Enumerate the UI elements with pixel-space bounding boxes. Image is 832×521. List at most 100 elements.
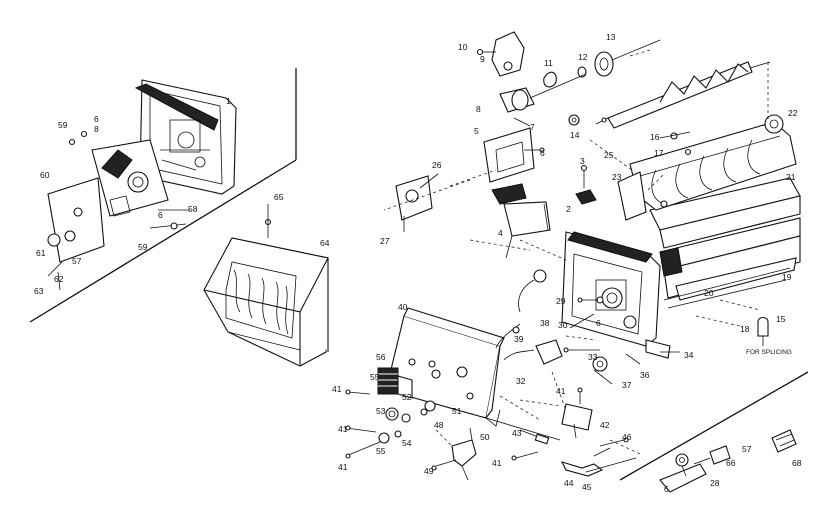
bottom-divider (619, 371, 809, 481)
part-13-gear (594, 39, 661, 77)
label-6a: 6 (540, 148, 545, 158)
label-21: 21 (786, 172, 796, 182)
label-3: 3 (580, 156, 585, 166)
label-51: 51 (452, 406, 462, 416)
label-12: 12 (578, 52, 588, 62)
label-59a: 59 (58, 120, 68, 130)
part-21-mold-base (649, 177, 801, 249)
label-57a: 57 (72, 256, 82, 266)
label-6b: 6 (94, 114, 99, 124)
label-55a: 55 (370, 372, 380, 382)
for-splicing-annotation: FOR SPLICING (746, 349, 792, 356)
label-40: 40 (398, 302, 408, 312)
part-16-screw (659, 131, 691, 140)
part-50-switch (431, 427, 477, 481)
label-63: 63 (34, 286, 44, 296)
part-2-clip (575, 189, 597, 205)
label-52: 52 (402, 392, 412, 402)
part-20-rail (663, 267, 791, 309)
label-54: 54 (402, 438, 412, 448)
part-28-water-valve (659, 453, 707, 493)
label-14: 14 (570, 130, 580, 140)
label-8a: 8 (476, 104, 481, 114)
part-60-bracket-assembly (47, 130, 190, 291)
label-43: 43 (512, 428, 522, 438)
label-39: 39 (514, 334, 524, 344)
part-5-bracket (483, 117, 545, 183)
label-7: 7 (530, 122, 535, 132)
label-58: 58 (188, 204, 198, 214)
label-65: 65 (274, 192, 284, 202)
label-22: 22 (788, 108, 798, 118)
label-50: 50 (480, 432, 490, 442)
part-26-switch (395, 173, 439, 232)
label-66: 66 (726, 458, 736, 468)
label-41d: 41 (556, 386, 566, 396)
label-59b: 59 (138, 242, 148, 252)
part-1-control-housing (134, 79, 237, 195)
label-18: 18 (740, 324, 750, 334)
part-40-base-plate (385, 307, 561, 441)
alignment-lines (383, 49, 769, 455)
label-55b: 55 (376, 446, 386, 456)
part-68-fitting (693, 429, 797, 465)
label-68: 68 (792, 458, 802, 468)
label-37: 37 (622, 380, 632, 390)
label-27: 27 (380, 236, 390, 246)
label-62: 62 (54, 274, 64, 284)
part-3-screw (580, 164, 588, 188)
part-38-fittings (495, 269, 641, 385)
label-36: 36 (640, 370, 650, 380)
label-25: 25 (604, 150, 614, 160)
label-6e: 6 (664, 484, 669, 494)
label-34: 34 (684, 350, 694, 360)
label-64: 64 (320, 238, 330, 248)
part-15-splice-connector: FOR SPLICING (746, 316, 792, 356)
label-19: 19 (782, 272, 792, 282)
label-38: 38 (540, 318, 550, 328)
part-8-motor (476, 31, 587, 113)
label-41c: 41 (338, 462, 348, 472)
label-61: 61 (36, 248, 46, 258)
part-42-bracket (561, 387, 593, 439)
label-46: 46 (622, 432, 632, 442)
part-64-front-cover (203, 204, 329, 367)
label-23: 23 (612, 172, 622, 182)
part-43-wire-harness (511, 429, 637, 477)
label-15: 15 (776, 314, 786, 324)
label-41a: 41 (332, 384, 342, 394)
label-28: 28 (710, 478, 720, 488)
part-14-nut (568, 114, 580, 126)
label-1: 1 (226, 96, 231, 106)
label-33: 33 (588, 352, 598, 362)
label-8b: 8 (94, 124, 99, 134)
label-26: 26 (432, 160, 442, 170)
label-49: 49 (424, 466, 434, 476)
label-60: 60 (40, 170, 50, 180)
label-11: 11 (544, 58, 553, 68)
label-57b: 57 (742, 444, 752, 454)
label-10: 10 (458, 42, 468, 52)
part-56-transformer (345, 358, 436, 459)
label-41b: 41 (338, 424, 348, 434)
label-53: 53 (376, 406, 386, 416)
part-11-clip (543, 71, 557, 88)
label-9: 9 (480, 54, 485, 64)
part-17-screw (684, 148, 692, 156)
label-32: 32 (516, 376, 526, 386)
part-25-ejector (595, 61, 771, 129)
label-44: 44 (564, 478, 574, 488)
left-inset-divider (29, 68, 297, 323)
label-5: 5 (474, 126, 479, 136)
label-17: 17 (654, 148, 664, 158)
part-number-labels: 1 2 3 4 5 6 6 6 6 6 7 8 8 9 10 11 12 13 … (34, 32, 802, 494)
main-housing (561, 231, 680, 359)
label-4: 4 (498, 228, 503, 238)
label-48: 48 (434, 420, 444, 430)
label-29: 29 (556, 296, 566, 306)
label-41e: 41 (492, 458, 502, 468)
label-2: 2 (566, 204, 571, 214)
label-45: 45 (582, 482, 592, 492)
